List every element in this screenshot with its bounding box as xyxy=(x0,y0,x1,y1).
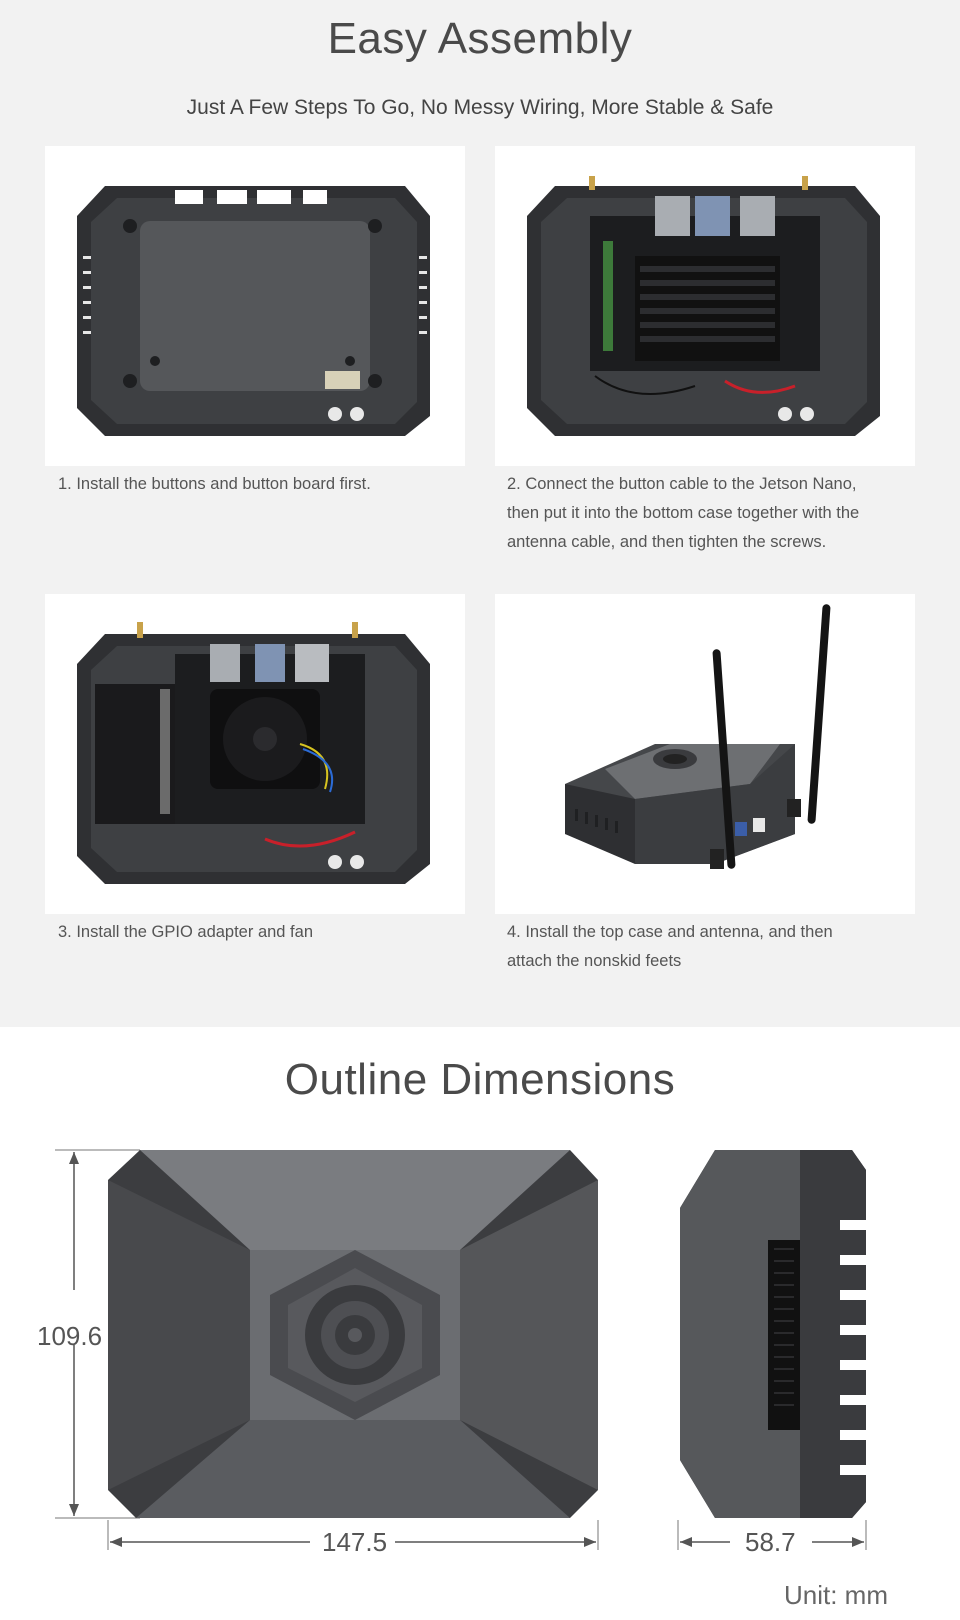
step-2-image xyxy=(495,146,915,466)
height-dimension-label: 109.6 xyxy=(37,1321,103,1351)
step-1-image xyxy=(45,146,465,466)
step-3-caption: 3. Install the GPIO adapter and fan xyxy=(58,923,313,941)
step-4-image xyxy=(495,594,915,914)
assembly-subtitle: Just A Few Steps To Go, No Messy Wiring,… xyxy=(186,96,774,119)
assembly-title: Easy Assembly xyxy=(327,14,633,63)
step-3-image xyxy=(45,594,465,914)
step-2-caption: 2. Connect the button cable to the Jetso… xyxy=(507,475,860,551)
depth-dimension-label: 58.7 xyxy=(745,1527,796,1557)
easy-assembly-section: Easy Assembly Just A Few Steps To Go, No… xyxy=(0,0,960,1027)
top-view-drawing xyxy=(55,1149,867,1550)
step-1-caption: 1. Install the buttons and button board … xyxy=(58,475,371,493)
width-dimension-label: 147.5 xyxy=(322,1527,388,1557)
unit-label: Unit: mm xyxy=(784,1580,888,1610)
step-4-caption: 4. Install the top case and antenna, and… xyxy=(507,923,833,970)
dimensions-title: Outline Dimensions xyxy=(284,1055,676,1104)
